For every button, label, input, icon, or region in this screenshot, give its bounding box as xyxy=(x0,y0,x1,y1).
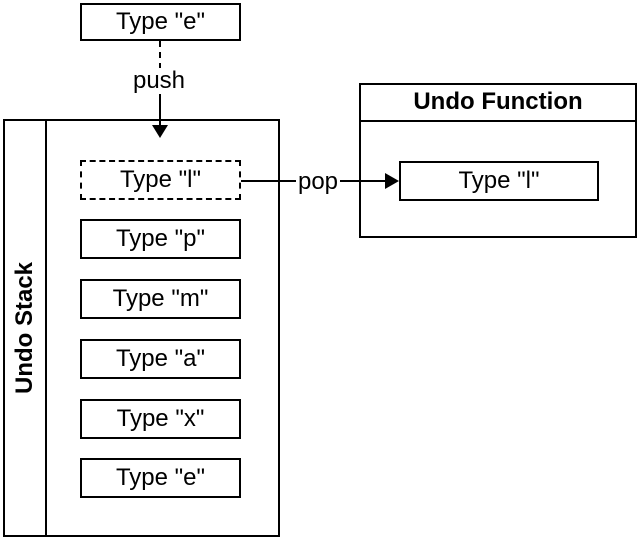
undo-function-title: Undo Function xyxy=(413,87,583,115)
push-arrow-line xyxy=(159,94,161,125)
stack-item-type-p: Type "p" xyxy=(80,219,241,259)
stack-item-label: Type "x" xyxy=(116,405,205,432)
stack-item-type-a: Type "a" xyxy=(80,339,241,379)
undo-stack-title-divider xyxy=(45,119,47,537)
stack-item-type-l: Type "l" xyxy=(80,160,241,200)
function-item-type-l: Type "l" xyxy=(399,161,599,201)
push-arrow-dashed-segment xyxy=(159,41,161,69)
undo-function-panel xyxy=(359,83,637,238)
stack-item-label: Type "a" xyxy=(115,345,206,372)
undo-function-header: Undo Function xyxy=(359,83,637,122)
stack-item-label: Type "e" xyxy=(115,464,206,491)
stack-item-type-e: Type "e" xyxy=(80,458,241,498)
stack-item-label: Type "m" xyxy=(112,285,209,312)
incoming-keystroke-box: Type "e" xyxy=(80,3,241,41)
stack-item-label: Type "l" xyxy=(119,166,202,193)
arrowhead-down-icon xyxy=(152,125,168,138)
function-item-label: Type "l" xyxy=(458,167,540,194)
arrowhead-right-icon xyxy=(385,173,399,189)
push-label: push xyxy=(131,67,187,94)
stack-item-label: Type "p" xyxy=(115,225,206,252)
stack-item-type-m: Type "m" xyxy=(80,279,241,319)
pop-label: pop xyxy=(296,167,340,195)
stack-item-type-x: Type "x" xyxy=(80,399,241,439)
undo-stack-title: Undo Stack xyxy=(11,261,38,395)
incoming-keystroke-label: Type "e" xyxy=(115,8,206,35)
